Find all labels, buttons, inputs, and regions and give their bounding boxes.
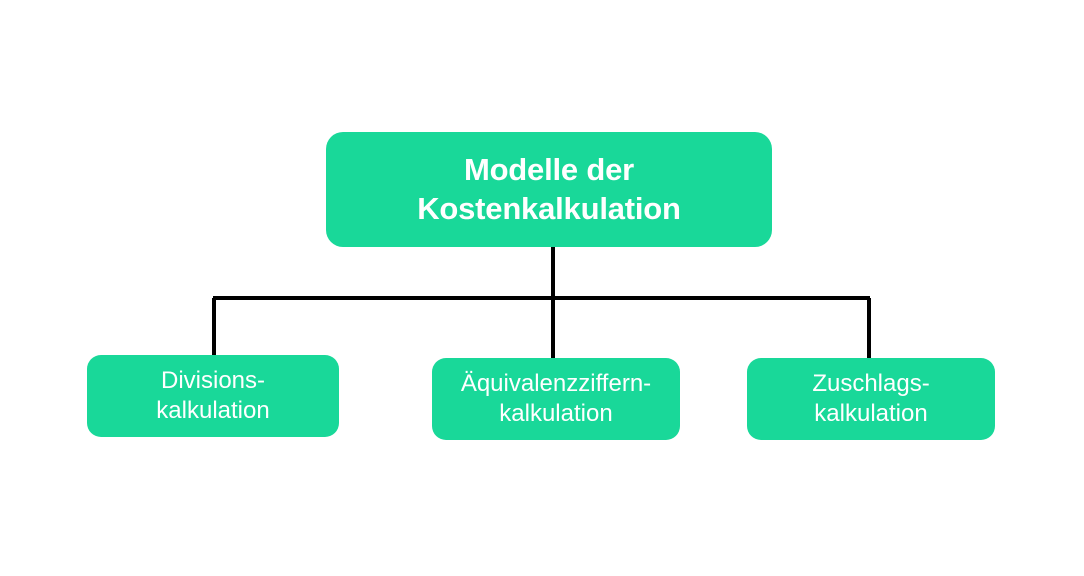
child-node-label: Äquivalenzziffern- kalkulation [460,370,652,427]
child-node-divisionskalkulation[interactable]: Divisions- kalkulation [87,355,339,437]
child-node-zuschlagskalkulation[interactable]: Zuschlags- kalkulation [747,358,995,440]
child-node-label: Zuschlags- kalkulation [812,370,930,427]
child-node-label: Divisions- kalkulation [156,367,270,424]
root-node[interactable]: Modelle der Kostenkalkulation [326,132,772,247]
child-node-aequivalenzziffernkalkulation[interactable]: Äquivalenzziffern- kalkulation [432,358,680,440]
root-node-label: Modelle der Kostenkalkulation [417,151,681,226]
